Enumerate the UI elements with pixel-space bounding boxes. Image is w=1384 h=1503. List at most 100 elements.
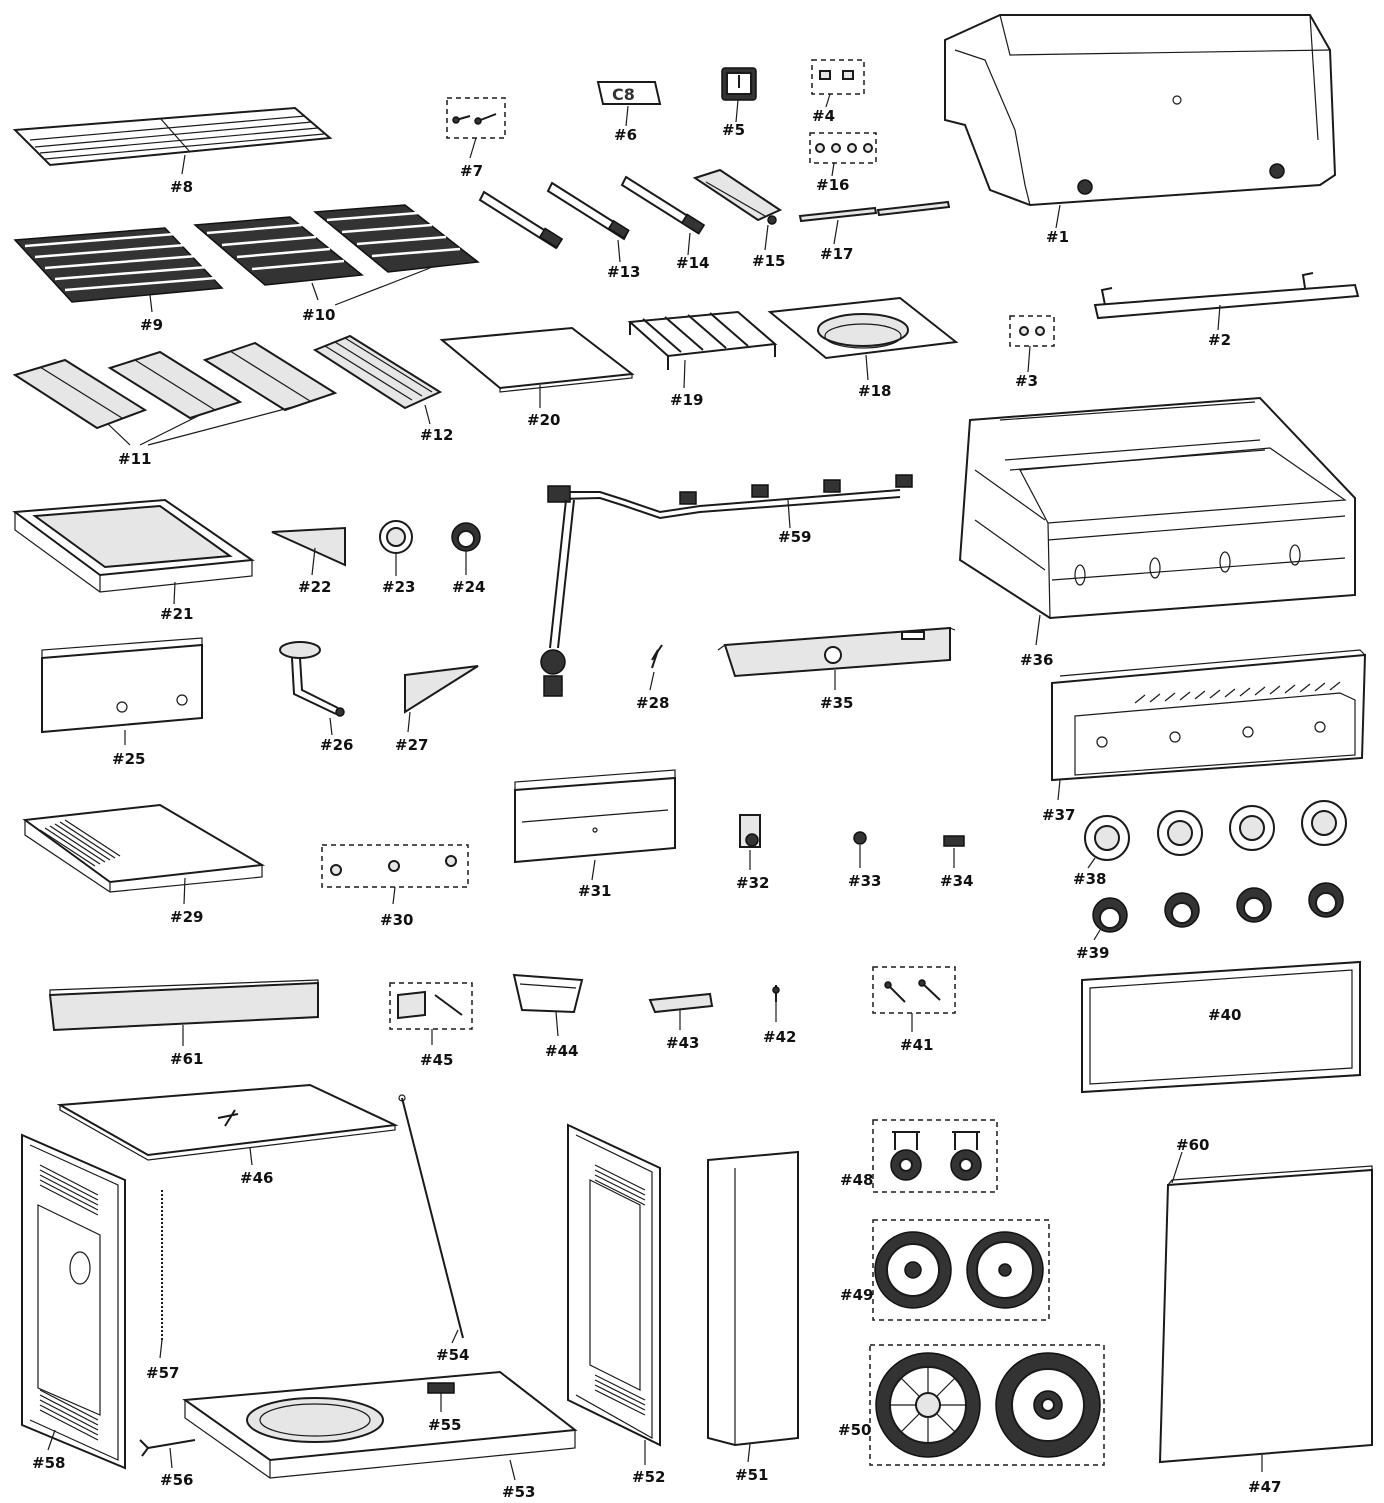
label-31: #31 — [578, 882, 611, 900]
label-35: #35 — [820, 694, 853, 712]
part-41-pins — [872, 966, 956, 1014]
label-18: #18 — [858, 382, 891, 400]
part-36-firebox — [958, 396, 1356, 620]
part-61-rail — [48, 979, 319, 1032]
label-3: #3 — [1015, 372, 1038, 390]
part-logo-badge: C8 — [596, 81, 662, 105]
label-1: #1 — [1046, 228, 1069, 246]
part-46-cabinet-top — [56, 1083, 399, 1161]
label-61: #61 — [170, 1050, 203, 1068]
label-12: #12 — [420, 426, 453, 444]
part-50-wheels — [869, 1344, 1105, 1466]
part-19-rack — [627, 310, 778, 370]
part-25-side-panel — [41, 637, 203, 734]
part-side-shelf-frame — [12, 498, 255, 593]
label-50: #50 — [838, 1421, 871, 1439]
part-47-door — [1158, 1165, 1373, 1464]
label-37: #37 — [1042, 806, 1075, 824]
label-60: #60 — [1176, 1136, 1209, 1154]
label-42: #42 — [763, 1028, 796, 1046]
part-29-shelf — [22, 803, 266, 893]
part-3-spacers — [1009, 315, 1055, 347]
part-38-bezels — [1084, 800, 1347, 861]
label-5: #5 — [722, 121, 745, 139]
label-23: #23 — [382, 578, 415, 596]
part-4-bumpers — [811, 59, 865, 95]
label-14: #14 — [676, 254, 709, 272]
label-58: #58 — [32, 1454, 65, 1472]
part-43-bracket — [648, 992, 714, 1014]
label-25: #25 — [112, 750, 145, 768]
part-handle — [1093, 272, 1360, 320]
part-warming-rack — [12, 106, 333, 167]
part-cooking-grates-pair — [193, 204, 480, 286]
part-27-bracket — [404, 665, 479, 714]
part-39-knobs — [1092, 882, 1344, 933]
label-36: #36 — [1020, 651, 1053, 669]
label-48: #48 — [840, 1171, 873, 1189]
label-11: #11 — [118, 450, 151, 468]
part-53-cabinet-base — [182, 1370, 578, 1479]
part-33-nut — [853, 831, 867, 845]
part-23-bezel — [379, 520, 413, 554]
part-51-back-panel — [707, 1150, 799, 1447]
label-7: #7 — [460, 162, 483, 180]
part-infrared-burner — [692, 168, 783, 225]
part-31-drawer-front — [514, 769, 676, 864]
part-cooking-grate-left — [13, 227, 224, 303]
part-20-plate — [439, 326, 635, 393]
part-burner-13 — [478, 181, 630, 250]
part-44-grease-cup — [512, 973, 584, 1014]
part-32-igniter — [739, 814, 761, 848]
label-49: #49 — [840, 1286, 873, 1304]
part-26-side-burner — [279, 641, 345, 717]
label-10: #10 — [302, 306, 335, 324]
part-52-cabinet-side-right — [567, 1123, 661, 1447]
part-40-frame — [1081, 960, 1361, 1094]
svg-text:C8: C8 — [612, 85, 635, 104]
part-22-bracket — [271, 526, 346, 567]
label-40: #40 — [1208, 1006, 1241, 1024]
label-27: #27 — [395, 736, 428, 754]
label-34: #34 — [940, 872, 973, 890]
label-52: #52 — [632, 1468, 665, 1486]
part-34-clip — [943, 835, 965, 847]
label-32: #32 — [736, 874, 769, 892]
part-24-knob — [451, 522, 481, 552]
part-48-casters — [872, 1119, 998, 1193]
label-16: #16 — [816, 176, 849, 194]
part-lid — [944, 14, 1337, 207]
label-24: #24 — [452, 578, 485, 596]
part-49-hub-caps — [872, 1219, 1050, 1321]
part-55-handle — [427, 1382, 455, 1394]
label-30: #30 — [380, 911, 413, 929]
part-7-screws — [446, 97, 506, 139]
label-47: #47 — [1248, 1478, 1281, 1496]
label-56: #56 — [160, 1471, 193, 1489]
part-37-control-panel — [1051, 649, 1367, 782]
label-51: #51 — [735, 1466, 768, 1484]
part-45-hardware — [389, 982, 473, 1030]
part-56-tool — [139, 1439, 196, 1457]
label-9: #9 — [140, 316, 163, 334]
label-15: #15 — [752, 252, 785, 270]
label-38: #38 — [1073, 870, 1106, 888]
label-22: #22 — [298, 578, 331, 596]
label-4: #4 — [812, 107, 835, 125]
label-13: #13 — [607, 263, 640, 281]
label-45: #45 — [420, 1051, 453, 1069]
label-46: #46 — [240, 1169, 273, 1187]
label-19: #19 — [670, 391, 703, 409]
part-35-valve-bracket — [717, 626, 956, 678]
label-59: #59 — [778, 528, 811, 546]
part-28-spring — [651, 644, 663, 669]
label-44: #44 — [545, 1042, 578, 1060]
part-18-pan — [767, 296, 959, 360]
label-8: #8 — [170, 178, 193, 196]
label-17: #17 — [820, 245, 853, 263]
label-2: #2 — [1208, 331, 1231, 349]
label-21: #21 — [160, 605, 193, 623]
part-burner-14 — [620, 175, 706, 235]
label-39: #39 — [1076, 944, 1109, 962]
